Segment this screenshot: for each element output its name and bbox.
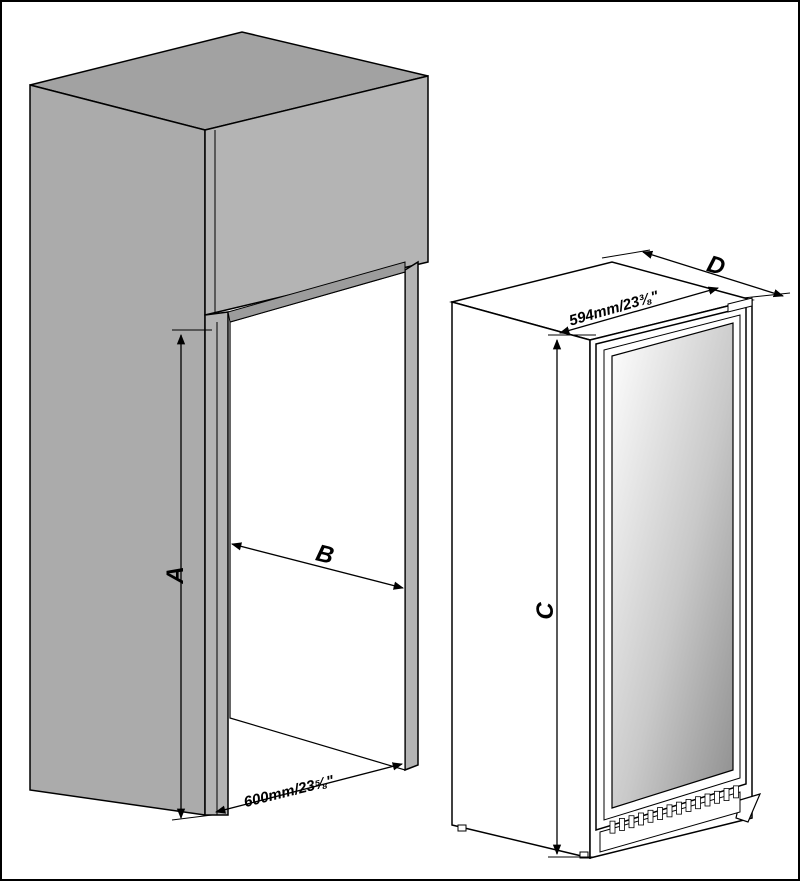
vent-slot: [647, 809, 654, 823]
dim-a-tick-bottom: [171, 814, 213, 821]
cabinet-right-stile: [404, 260, 419, 772]
cooler-side-face: [451, 301, 591, 859]
top-hinge: [727, 297, 753, 313]
vent-grille: [609, 785, 739, 834]
vent-slot: [666, 804, 673, 818]
cooler-glass: [611, 322, 734, 809]
kitchen-cabinet: [29, 31, 429, 816]
dim-d-tick-left: [601, 249, 651, 259]
dim-niche-width-line: [214, 762, 404, 814]
vent-slot: [723, 788, 730, 801]
label-a: A: [162, 566, 189, 584]
dim-b-line: [230, 542, 405, 590]
label-c: C: [532, 602, 559, 620]
vent-slot: [685, 799, 692, 812]
foot-front: [579, 851, 589, 859]
label-niche-width: 600mm/23⅝": [242, 772, 336, 811]
vent-slot: [733, 785, 739, 799]
label-b: B: [313, 540, 336, 570]
vent-slot: [657, 807, 663, 820]
vent-slot: [619, 818, 625, 831]
cabinet-upper-panel: [204, 75, 429, 316]
wine-cooler: [449, 261, 762, 859]
vent-slot: [638, 812, 644, 826]
foot-rear: [457, 824, 467, 832]
vent-slot: [676, 801, 682, 815]
vent-slot: [704, 793, 711, 807]
vent-slot: [609, 820, 616, 834]
dim-d-line: [642, 250, 784, 298]
cabinet-niche: [229, 271, 406, 771]
vent-slot: [628, 815, 635, 829]
vent-slot: [695, 796, 701, 810]
label-d: D: [704, 250, 728, 281]
vent-slot: [714, 790, 720, 804]
cabinet-side-face: [29, 84, 206, 816]
niche-top-shade: [227, 261, 406, 323]
kick-plate: [599, 791, 741, 853]
